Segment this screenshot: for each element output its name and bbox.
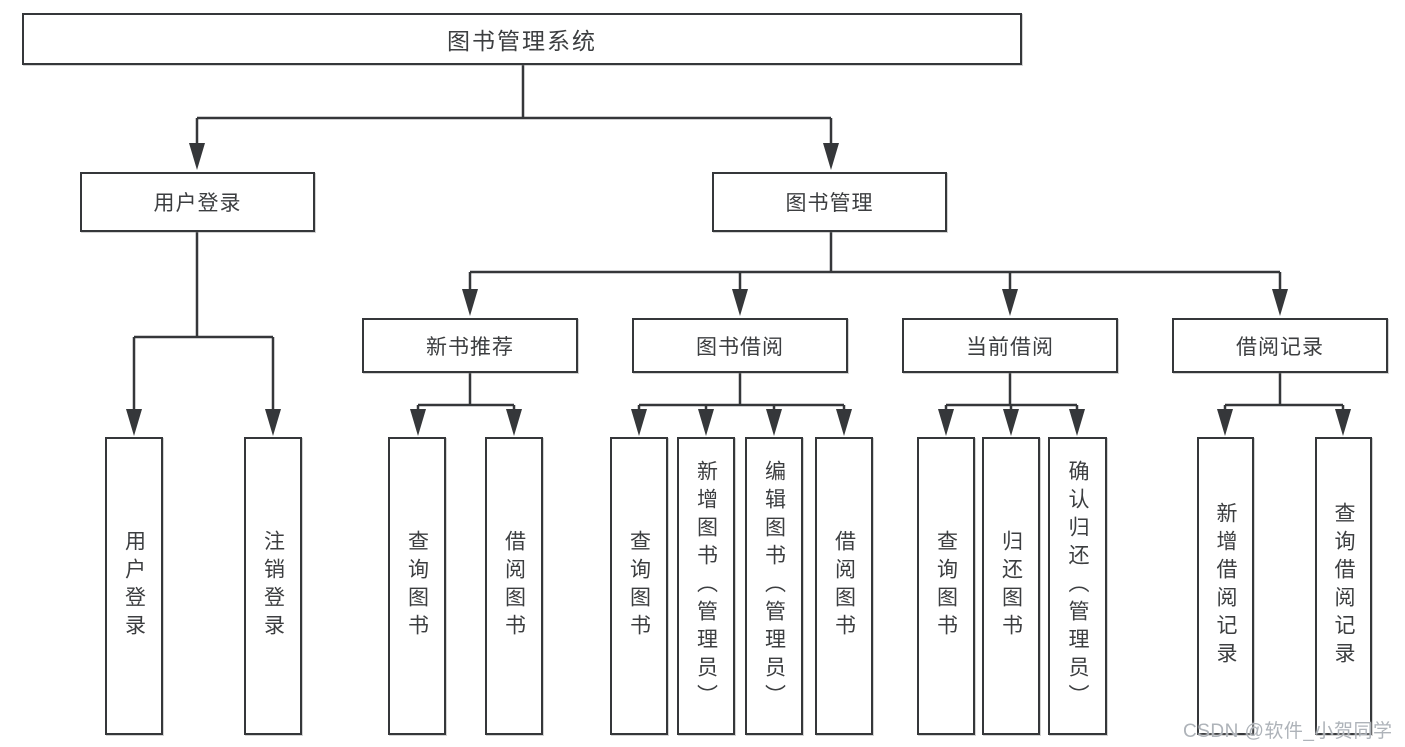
leaf-label: 注销登录 bbox=[261, 530, 285, 642]
node-current-borrowing: 当前借阅 bbox=[902, 318, 1118, 373]
leaf-records-query-record: 查询借阅记录 bbox=[1315, 437, 1372, 735]
leaf-label: 编辑图书（管理员） bbox=[762, 460, 786, 712]
leaf-label: 归还图书 bbox=[999, 530, 1023, 642]
node-book-borrowing: 图书借阅 bbox=[632, 318, 848, 373]
leaf-current-confirm-return-admin: 确认归还（管理员） bbox=[1048, 437, 1107, 735]
leaf-label: 借阅图书 bbox=[502, 530, 526, 642]
leaf-label: 确认归还（管理员） bbox=[1066, 460, 1090, 712]
node-book-management: 图书管理 bbox=[712, 172, 947, 232]
leaf-recommend-borrow-books: 借阅图书 bbox=[485, 437, 543, 735]
leaf-user-login: 用户登录 bbox=[105, 437, 163, 735]
arrowhead-icons bbox=[126, 143, 1351, 436]
csdn-watermark: CSDN @软件_小贺同学 bbox=[1183, 721, 1393, 742]
node-user-login: 用户登录 bbox=[80, 172, 315, 232]
leaf-current-return-books: 归还图书 bbox=[982, 437, 1040, 735]
leaf-current-query-books: 查询图书 bbox=[917, 437, 975, 735]
leaf-label: 借阅图书 bbox=[832, 530, 856, 642]
node-borrowing-records: 借阅记录 bbox=[1172, 318, 1388, 373]
leaf-label: 新增借阅记录 bbox=[1214, 502, 1238, 670]
leaf-records-add-record: 新增借阅记录 bbox=[1197, 437, 1254, 735]
leaf-label: 新增图书（管理员） bbox=[694, 460, 718, 712]
leaf-borrowing-edit-books-admin: 编辑图书（管理员） bbox=[745, 437, 803, 735]
node-new-book-recommendation: 新书推荐 bbox=[362, 318, 578, 373]
leaf-label: 查询借阅记录 bbox=[1332, 502, 1356, 670]
leaf-label: 用户登录 bbox=[122, 530, 146, 642]
leaf-borrowing-query-books: 查询图书 bbox=[610, 437, 668, 735]
leaf-recommend-query-books: 查询图书 bbox=[388, 437, 446, 735]
leaf-borrowing-add-books-admin: 新增图书（管理员） bbox=[677, 437, 735, 735]
leaf-borrowing-borrow-books: 借阅图书 bbox=[815, 437, 873, 735]
leaf-logout: 注销登录 bbox=[244, 437, 302, 735]
leaf-label: 查询图书 bbox=[934, 530, 958, 642]
node-library-management-system: 图书管理系统 bbox=[22, 13, 1022, 65]
leaf-label: 查询图书 bbox=[627, 530, 651, 642]
leaf-label: 查询图书 bbox=[405, 530, 429, 642]
